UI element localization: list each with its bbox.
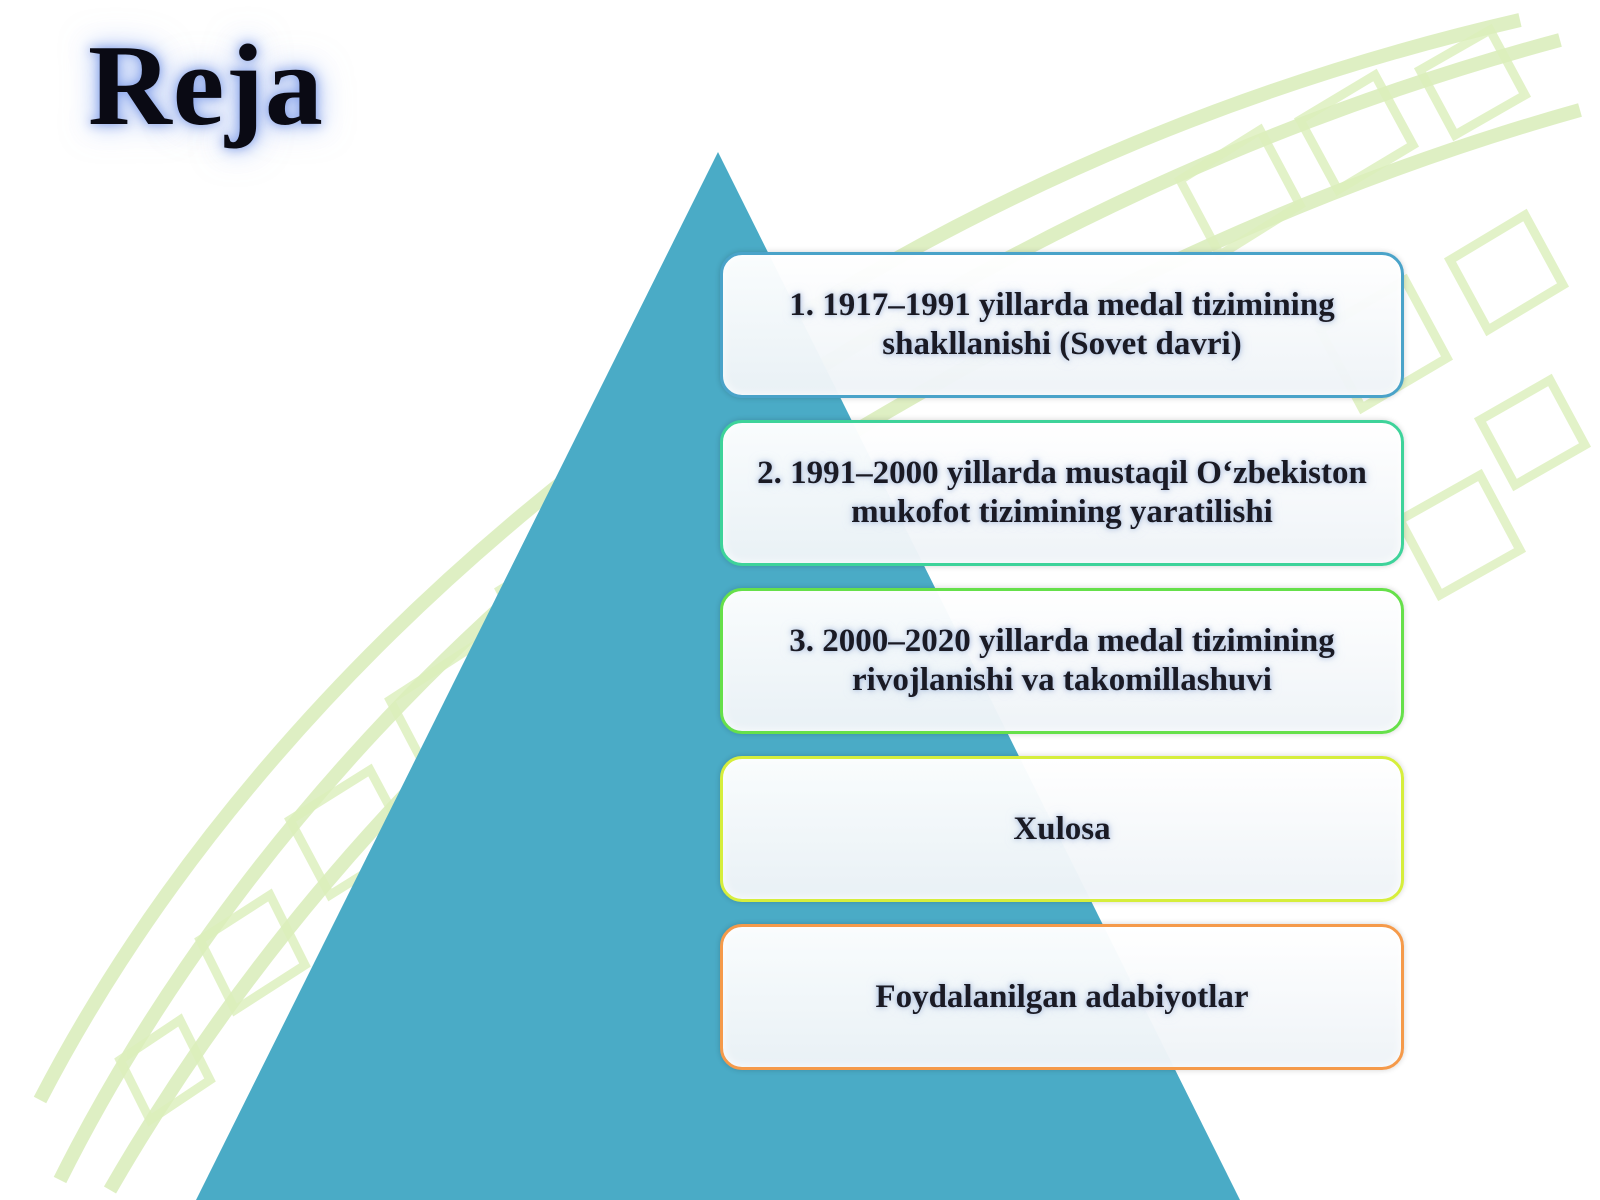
plan-item-references: Foydalanilgan adabiyotlar (720, 924, 1404, 1070)
plan-item-conclusion-text: Xulosa (1013, 810, 1111, 847)
plan-item-1: 1. 1917–1991 yillarda medal tizimining s… (720, 252, 1404, 398)
plan-item-conclusion: Xulosa (720, 756, 1404, 902)
plan-item-2: 2. 1991–2000 yillarda mustaqil O‘zbekist… (720, 420, 1404, 566)
plan-list: 1. 1917–1991 yillarda medal tizimining s… (720, 252, 1404, 1070)
plan-item-references-text: Foydalanilgan adabiyotlar (875, 978, 1249, 1015)
plan-item-1-text: 1. 1917–1991 yillarda medal tizimining s… (789, 287, 1335, 362)
plan-item-3: 3. 2000–2020 yillarda medal tizimining r… (720, 588, 1404, 734)
plan-item-3-text: 3. 2000–2020 yillarda medal tizimining r… (789, 623, 1335, 698)
plan-item-2-text: 2. 1991–2000 yillarda mustaqil O‘zbekist… (757, 455, 1367, 530)
page-title: Reja (88, 22, 324, 150)
